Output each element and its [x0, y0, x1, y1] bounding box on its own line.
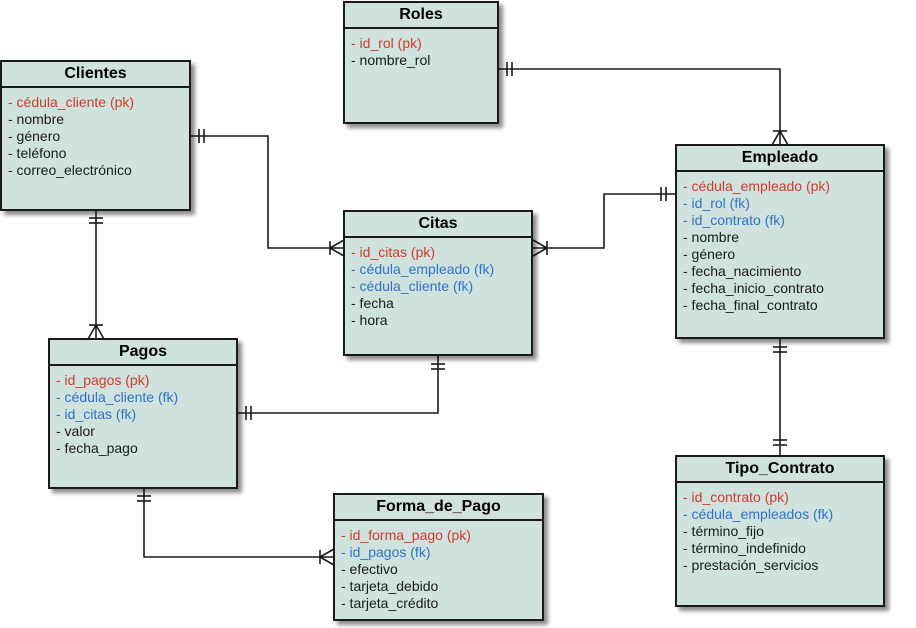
- attribute: - término_fijo: [683, 523, 764, 539]
- attribute-list: - id_forma_pago (pk) - id_pagos (fk) - e…: [335, 521, 542, 612]
- entity-roles[interactable]: Roles - id_rol (pk) - nombre_rol: [343, 1, 499, 124]
- attribute: - hora: [351, 312, 388, 328]
- attribute-foreign-key: - id_contrato (fk): [683, 212, 785, 228]
- attribute: - fecha: [351, 295, 394, 311]
- attribute-list: - id_rol (pk) - nombre_rol: [345, 29, 497, 69]
- attribute: - valor: [56, 423, 95, 439]
- attribute-primary-key: - id_pagos (pk): [56, 372, 150, 388]
- attribute-foreign-key: - id_citas (fk): [56, 406, 137, 422]
- attribute-list: - cédula_cliente (pk) - nombre - género …: [2, 88, 189, 179]
- relationship-clientes-citas: [191, 135, 344, 249]
- attribute-list: - cédula_empleado (pk) - id_rol (fk) - i…: [677, 172, 883, 314]
- attribute: - tarjeta_crédito: [341, 595, 439, 611]
- entity-title: Clientes: [2, 62, 189, 88]
- entity-citas[interactable]: Citas - id_citas (pk) - cédula_empleado …: [343, 210, 533, 356]
- attribute: - género: [683, 246, 736, 262]
- attribute-primary-key: - cédula_empleado (pk): [683, 178, 831, 194]
- attribute: - correo_electrónico: [8, 162, 132, 178]
- attribute: - fecha_inicio_contrato: [683, 280, 824, 296]
- relationship-pagos-forma-de-pago: [143, 488, 334, 558]
- attribute-foreign-key: - cédula_empleados (fk): [683, 506, 834, 522]
- attribute: - fecha_pago: [56, 440, 138, 456]
- attribute: - fecha_nacimiento: [683, 263, 802, 279]
- entity-empleado[interactable]: Empleado - cédula_empleado (pk) - id_rol…: [675, 144, 885, 339]
- entity-title: Tipo_Contrato: [677, 457, 883, 483]
- attribute: - fecha_final_contrato: [683, 297, 818, 313]
- attribute-primary-key: - id_contrato (pk): [683, 489, 789, 505]
- attribute-primary-key: - id_citas (pk): [351, 244, 436, 260]
- attribute: - prestación_servicios: [683, 557, 819, 573]
- entity-title: Pagos: [50, 340, 236, 366]
- relationship-citas-pagos: [238, 355, 439, 414]
- attribute: - nombre_rol: [351, 52, 431, 68]
- attribute-primary-key: - id_rol (pk): [351, 35, 422, 51]
- attribute: - nombre: [8, 111, 65, 127]
- attribute: - género: [8, 128, 61, 144]
- relationship-empleado-citas: [533, 193, 675, 249]
- attribute: - nombre: [683, 229, 740, 245]
- entity-clientes[interactable]: Clientes - cédula_cliente (pk) - nombre …: [0, 60, 191, 211]
- attribute-list: - id_citas (pk) - cédula_empleado (fk) -…: [345, 238, 531, 329]
- attribute-foreign-key: - id_rol (fk): [683, 195, 750, 211]
- attribute-foreign-key: - cédula_cliente (fk): [56, 389, 179, 405]
- attribute-foreign-key: - cédula_empleado (fk): [351, 261, 495, 277]
- entity-title: Roles: [345, 3, 497, 29]
- attribute-list: - id_contrato (pk) - cédula_empleados (f…: [677, 483, 883, 574]
- attribute-primary-key: - cédula_cliente (pk): [8, 94, 135, 110]
- entity-tipo-contrato[interactable]: Tipo_Contrato - id_contrato (pk) - cédul…: [675, 455, 885, 607]
- attribute-foreign-key: - cédula_cliente (fk): [351, 278, 474, 294]
- attribute: - teléfono: [8, 145, 67, 161]
- entity-forma-de-pago[interactable]: Forma_de_Pago - id_forma_pago (pk) - id_…: [333, 493, 544, 621]
- entity-title: Citas: [345, 212, 531, 238]
- entity-title: Forma_de_Pago: [335, 495, 542, 521]
- entity-pagos[interactable]: Pagos - id_pagos (pk) - cédula_cliente (…: [48, 338, 238, 489]
- attribute-list: - id_pagos (pk) - cédula_cliente (fk) - …: [50, 366, 236, 457]
- attribute-foreign-key: - id_pagos (fk): [341, 544, 431, 560]
- attribute: - tarjeta_debido: [341, 578, 439, 594]
- relationship-roles-empleado: [499, 68, 781, 145]
- entity-title: Empleado: [677, 146, 883, 172]
- attribute-primary-key: - id_forma_pago (pk): [341, 527, 471, 543]
- attribute: - término_indefinido: [683, 540, 806, 556]
- attribute: - efectivo: [341, 561, 398, 577]
